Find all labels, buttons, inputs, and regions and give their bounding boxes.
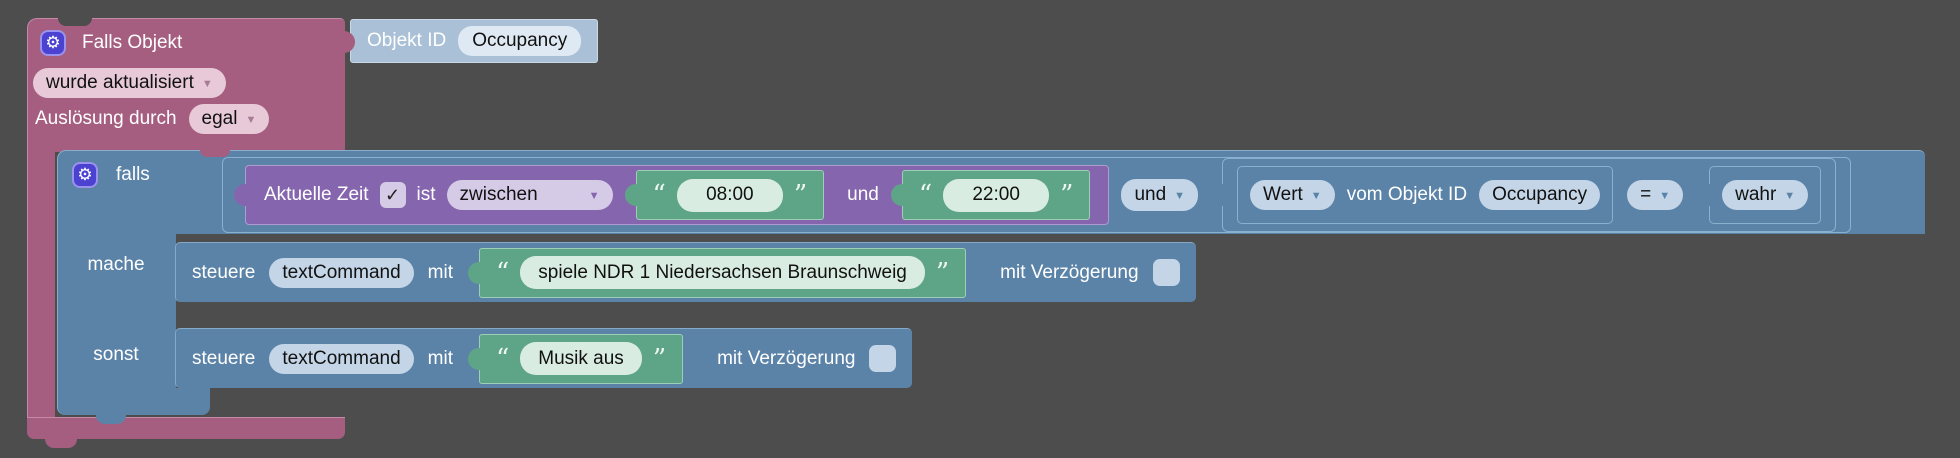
if-block-foot <box>57 388 210 415</box>
control-target-field[interactable]: textCommand <box>269 257 414 288</box>
object-id-block[interactable]: Objekt ID Occupancy <box>350 19 599 63</box>
bool-value-block[interactable]: wahr ▼ <box>1698 166 1822 224</box>
value-connector-tab <box>467 261 481 284</box>
else-label: sonst <box>93 344 139 365</box>
delay-label: mit Verzögerung <box>1000 261 1139 283</box>
object-value-block[interactable]: Wert ▼ vom Objekt ID Occupancy <box>1237 166 1614 224</box>
if-header: ⚙ falls <box>72 162 150 188</box>
trigger-block-foot <box>27 417 345 439</box>
control-verb-label: steuere <box>192 261 256 283</box>
between-and-label: und <box>847 184 879 205</box>
event-dropdown[interactable]: wurde aktualisiert ▼ <box>33 68 226 98</box>
value-connector-tab <box>624 184 638 206</box>
time-condition-block[interactable]: Aktuelle Zeit ✓ ist zwischen ▼ “ 08:00 ”… <box>234 165 1110 225</box>
chevron-down-icon: ▼ <box>588 189 600 202</box>
object-id-label: Objekt ID <box>367 30 447 51</box>
trigger-mode-dropdown[interactable]: egal ▼ <box>188 104 270 134</box>
delay-checkbox[interactable] <box>1152 259 1180 286</box>
if-top-connector <box>200 150 230 157</box>
delay-label: mit Verzögerung <box>717 347 856 369</box>
value-attr-dropdown[interactable]: Wert ▼ <box>1250 180 1335 210</box>
do-label: mache <box>87 254 145 275</box>
trigger-header: ⚙ Falls Objekt <box>40 30 182 56</box>
value-connector-tab <box>467 347 481 370</box>
comparator-dropdown[interactable]: = ▼ <box>1627 180 1684 210</box>
value-connector-tab <box>1698 184 1712 206</box>
time-to-string[interactable]: “ 22:00 ” <box>890 170 1091 220</box>
value-connector-tab <box>890 184 904 206</box>
object-id-field[interactable]: Occupancy <box>458 26 582 56</box>
gear-icon[interactable]: ⚙ <box>40 30 66 56</box>
control-verb-label: steuere <box>192 347 256 369</box>
trigger-mode-label: Auslösung durch <box>35 108 177 129</box>
chevron-down-icon: ▼ <box>1659 189 1671 202</box>
trigger-title: Falls Objekt <box>82 32 183 53</box>
time-enabled-checkbox[interactable]: ✓ <box>379 182 406 208</box>
command-text-field[interactable]: spiele NDR 1 Niedersachsen Braunschweig <box>520 256 925 289</box>
command-string[interactable]: “ Musik aus ” <box>467 333 684 384</box>
and-operator-dropdown[interactable]: und ▼ <box>1121 179 1199 211</box>
time-to-field[interactable]: 22:00 <box>943 178 1050 212</box>
delay-checkbox[interactable] <box>869 345 897 372</box>
value-source-label: vom Objekt ID <box>1346 184 1468 205</box>
trigger-block-spine <box>27 150 55 420</box>
with-label: mit <box>427 347 453 369</box>
chevron-down-icon: ▼ <box>1310 189 1322 202</box>
if-bottom-tab <box>96 413 126 424</box>
gear-icon[interactable]: ⚙ <box>72 162 98 188</box>
if-label: falls <box>116 164 150 185</box>
command-string[interactable]: “ spiele NDR 1 Niedersachsen Braunschwei… <box>467 247 967 298</box>
range-mode-dropdown[interactable]: zwischen ▼ <box>446 180 613 210</box>
chevron-down-icon: ▼ <box>245 113 257 126</box>
top-connector-notch <box>58 18 92 26</box>
bool-value-dropdown[interactable]: wahr ▼ <box>1722 180 1809 210</box>
value-connector-tab <box>234 184 247 206</box>
do-statement-block[interactable]: steuere textCommand mit “ spiele NDR 1 N… <box>175 242 1196 302</box>
value-connector-tab <box>1211 184 1225 206</box>
chevron-down-icon: ▼ <box>1784 189 1796 202</box>
value-condition-block[interactable]: Wert ▼ vom Objekt ID Occupancy = ▼ wahr … <box>1211 158 1837 232</box>
chevron-down-icon: ▼ <box>1174 189 1186 202</box>
with-label: mit <box>427 261 453 283</box>
chevron-down-icon: ▼ <box>201 77 213 90</box>
time-from-field[interactable]: 08:00 <box>676 178 783 212</box>
ist-label: ist <box>416 184 436 205</box>
time-label: Aktuelle Zeit <box>264 184 369 205</box>
value-object-field[interactable]: Occupancy <box>1479 180 1601 210</box>
value-connector-tab <box>338 31 355 53</box>
if-block-spine <box>57 234 176 390</box>
else-statement-block[interactable]: steuere textCommand mit “ Musik aus ” mi… <box>175 328 913 388</box>
trigger-bottom-tab <box>45 437 77 448</box>
command-text-field[interactable]: Musik aus <box>520 342 642 375</box>
logic-and-block[interactable]: Aktuelle Zeit ✓ ist zwischen ▼ “ 08:00 ”… <box>222 157 1852 233</box>
time-from-string[interactable]: “ 08:00 ” <box>624 170 825 220</box>
control-target-field[interactable]: textCommand <box>269 343 414 374</box>
